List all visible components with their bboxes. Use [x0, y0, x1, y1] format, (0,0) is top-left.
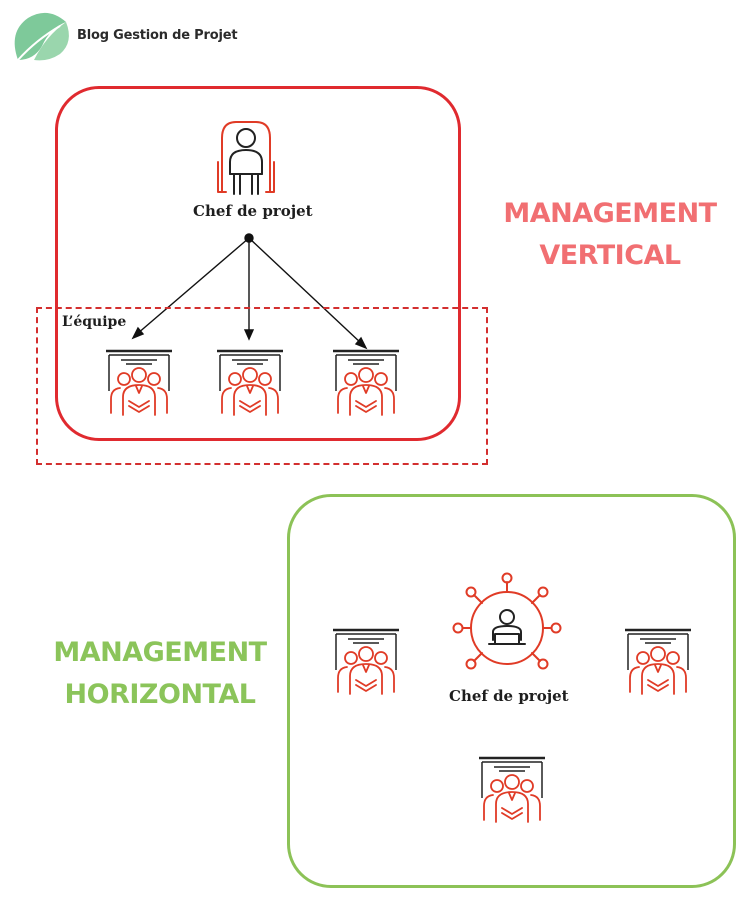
- vertical-title-line-1: MANAGEMENT: [503, 198, 717, 229]
- leader-on-throne-icon: [217, 121, 275, 195]
- horizontal-title-line-2: HORIZONTAL: [64, 679, 256, 710]
- vertical-title-line-2: VERTICAL: [539, 240, 681, 271]
- horizontal-title-line-1: MANAGEMENT: [53, 637, 267, 668]
- horizontal-title: MANAGEMENT HORIZONTAL: [10, 632, 310, 716]
- brand-name: Blog Gestion de Projet: [77, 28, 238, 43]
- team-label: L’équipe: [62, 314, 127, 330]
- horizontal-management-frame: [287, 494, 736, 888]
- logo-icon: [14, 12, 69, 61]
- vertical-management-frame: [55, 86, 461, 441]
- network-hub-leader-icon: [452, 572, 562, 670]
- hierarchy-arrows: [131, 233, 368, 350]
- vertical-leader-label: Chef de projet: [193, 202, 313, 220]
- vertical-title: MANAGEMENT VERTICAL: [470, 193, 750, 277]
- horizontal-leader-label: Chef de projet: [449, 687, 569, 705]
- team-dashed-frame: [36, 307, 488, 465]
